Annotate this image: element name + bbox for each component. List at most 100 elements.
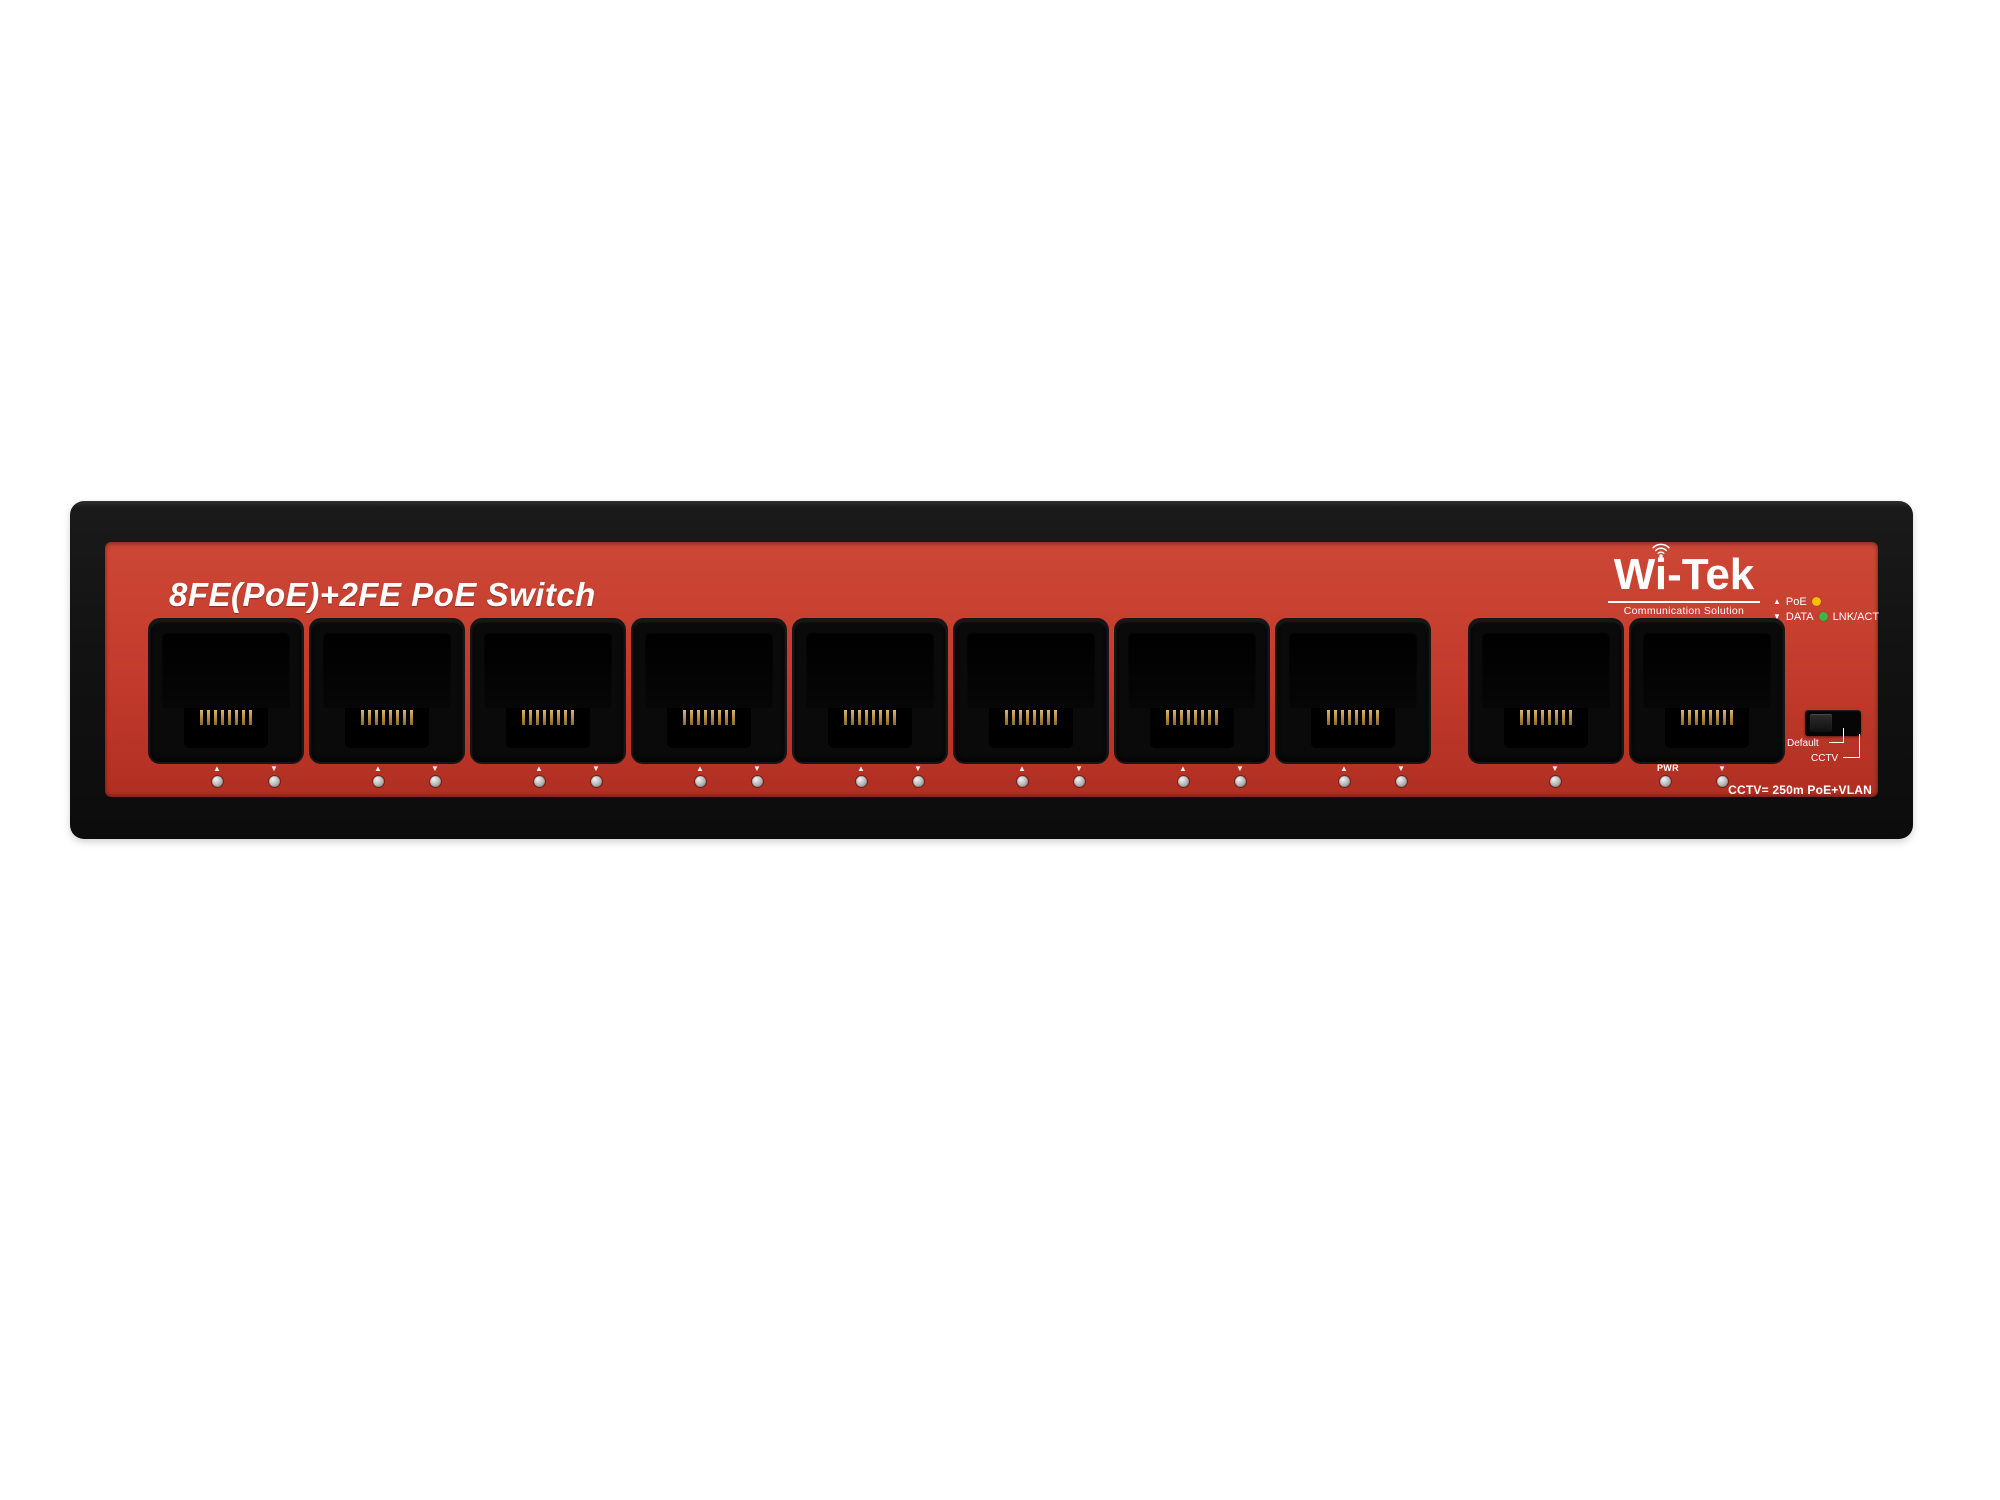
- rj45-port-6: [955, 620, 1107, 762]
- port-gold-pins: [844, 710, 896, 725]
- port-6-data-led-unit: ▼: [1071, 764, 1087, 787]
- legend-label-lnkact: LNK/ACT: [1832, 610, 1880, 623]
- port-3-data-led-unit: ▼: [588, 764, 604, 787]
- down-triangle-mark: ▼: [1551, 764, 1559, 773]
- port-gold-pins: [200, 710, 252, 725]
- down-triangle-mark: ▼: [1718, 764, 1726, 773]
- port-slot: [667, 708, 751, 748]
- legend-row-data: ▼ DATA LNK/ACT: [1773, 609, 1879, 624]
- faceplate: 8FE(PoE)+2FE PoE Switch Wi-Tek Communica…: [105, 542, 1879, 797]
- up-triangle-mark: ▲: [1179, 764, 1187, 773]
- port-3-poe-led: [533, 776, 545, 787]
- port-8-data-led-unit: ▼: [1393, 764, 1409, 787]
- port-gold-pins: [1166, 710, 1218, 725]
- port-gold-pins: [1327, 710, 1379, 725]
- port-2-poe-led-unit: ▲: [370, 764, 386, 787]
- port-2-data-led: [429, 776, 441, 787]
- power-led: [1659, 776, 1671, 787]
- rj45-port-10: [1631, 620, 1783, 762]
- port-7-poe-led: [1177, 776, 1189, 787]
- port-3-poe-led-unit: ▲: [531, 764, 547, 787]
- down-triangle-mark: ▼: [753, 764, 761, 773]
- up-triangle-mark: ▲: [696, 764, 704, 773]
- mode-label-default: Default: [1787, 738, 1819, 749]
- port-gold-pins: [1005, 710, 1057, 725]
- up-triangle-mark: ▲: [213, 764, 221, 773]
- port-10-link-led: [1716, 776, 1728, 787]
- port-slot: [989, 708, 1073, 748]
- port-4-data-led: [751, 776, 763, 787]
- port-6-data-led: [1073, 776, 1085, 787]
- port-gold-pins: [1681, 710, 1733, 725]
- port-8-poe-led: [1338, 776, 1350, 787]
- rj45-port-9: [1470, 620, 1622, 762]
- rj45-port-1: [150, 620, 302, 762]
- port-7-data-led: [1234, 776, 1246, 787]
- pwr-label: PWR: [1657, 763, 1679, 773]
- port-2-data-led-unit: ▼: [427, 764, 443, 787]
- product-title: 8FE(PoE)+2FE PoE Switch: [169, 576, 596, 613]
- port-5-data-led: [912, 776, 924, 787]
- port-cavity: [162, 632, 290, 708]
- port-gold-pins: [522, 710, 574, 725]
- port-slot: [184, 708, 268, 748]
- brand-subtitle: Communication Solution: [1608, 601, 1760, 617]
- port-8-data-led: [1395, 776, 1407, 787]
- led-legend: ▲ PoE ▼ DATA LNK/ACT: [1773, 594, 1879, 624]
- port-cavity: [1482, 632, 1610, 708]
- lnkact-status-dot: [1818, 612, 1828, 621]
- port-cavity: [323, 632, 451, 708]
- port-cavity: [484, 632, 612, 708]
- brand-block: Wi-Tek Communication Solution: [1608, 543, 1760, 617]
- poe-switch-device: 8FE(PoE)+2FE PoE Switch Wi-Tek Communica…: [70, 501, 1913, 839]
- down-triangle-mark: ▼: [1397, 764, 1405, 773]
- port-slot: [1665, 708, 1749, 748]
- down-triangle-mark: ▼: [270, 764, 278, 773]
- port-4-data-led-unit: ▼: [749, 764, 765, 787]
- down-triangle-mark: ▼: [1075, 764, 1083, 773]
- down-triangle-mark: ▼: [592, 764, 600, 773]
- up-triangle-mark: ▲: [857, 764, 865, 773]
- rj45-port-7: [1116, 620, 1268, 762]
- port-6-poe-led-unit: ▲: [1014, 764, 1030, 787]
- port-5-poe-led-unit: ▲: [853, 764, 869, 787]
- port-slot: [1504, 708, 1588, 748]
- port-6-poe-led: [1016, 776, 1028, 787]
- mode-label-cctv: CCTV: [1811, 753, 1839, 764]
- port-5-poe-led: [855, 776, 867, 787]
- legend-row-poe: ▲ PoE: [1773, 594, 1879, 609]
- rj45-port-4: [633, 620, 785, 762]
- up-triangle-mark: ▲: [374, 764, 382, 773]
- port-5-data-led-unit: ▼: [910, 764, 926, 787]
- port-cavity: [1289, 632, 1417, 708]
- power-led-unit: PWR: [1657, 763, 1679, 787]
- port-slot: [828, 708, 912, 748]
- legend-label-poe: PoE: [1785, 595, 1807, 608]
- port-2-poe-led: [372, 776, 384, 787]
- port-9-link-led: [1549, 776, 1561, 787]
- up-triangle-mark: ▲: [1018, 764, 1026, 773]
- port-1-data-led: [268, 776, 280, 787]
- brand-wordmark: Wi-Tek: [1608, 543, 1760, 600]
- port-cavity: [645, 632, 773, 708]
- port-gold-pins: [361, 710, 413, 725]
- port-4-poe-led: [694, 776, 706, 787]
- port-4-poe-led-unit: ▲: [692, 764, 708, 787]
- mode-switch-knob: [1810, 714, 1832, 732]
- port-1-poe-led-unit: ▲: [209, 764, 225, 787]
- brand-name-text: Wi-Tek: [1613, 550, 1755, 599]
- port-gold-pins: [683, 710, 735, 725]
- port-7-data-led-unit: ▼: [1232, 764, 1248, 787]
- port-slot: [506, 708, 590, 748]
- port-cavity: [1643, 632, 1771, 708]
- down-triangle-icon: ▼: [1773, 611, 1781, 621]
- down-triangle-mark: ▼: [914, 764, 922, 773]
- poe-status-dot: [1811, 597, 1821, 606]
- rj45-port-2: [311, 620, 463, 762]
- mode-slide-switch: [1805, 710, 1861, 736]
- port-8-poe-led-unit: ▲: [1336, 764, 1352, 787]
- port-slot: [1311, 708, 1395, 748]
- rj45-port-3: [472, 620, 624, 762]
- default-pointer-line: [1829, 728, 1844, 743]
